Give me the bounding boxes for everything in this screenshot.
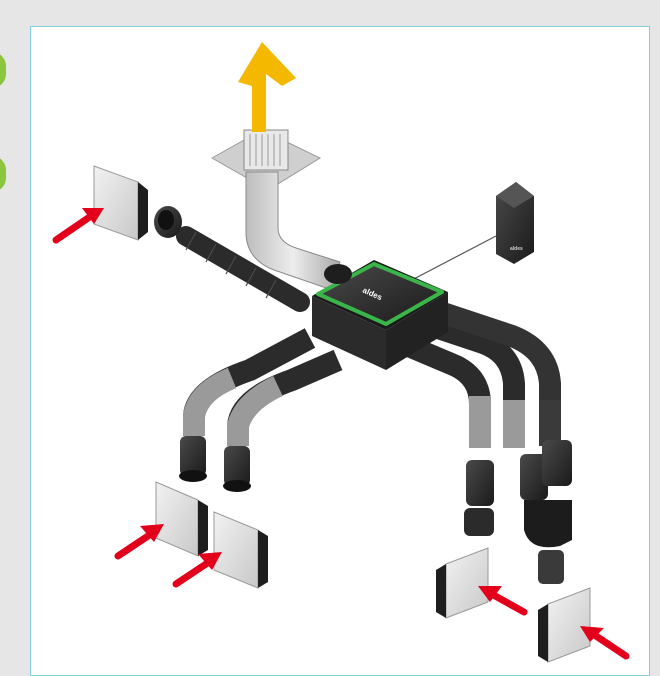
connector-right-a [464,460,494,536]
up-arrow-icon [238,42,296,132]
grille-bottom-right-1 [436,548,488,618]
controller-brand: aldes [510,246,523,252]
grille-bottom-left-1 [156,482,208,556]
controller: aldes [496,182,534,264]
grille-bottom-right-2 [538,588,590,662]
connector-left-a [179,436,207,482]
duct-right-3 [404,344,480,448]
inlet-arrow-icon [118,524,164,556]
connector-left-b [223,446,251,492]
controller-cable [408,236,496,282]
grille-bottom-left-2 [214,512,268,588]
grille-left-top [94,166,148,240]
